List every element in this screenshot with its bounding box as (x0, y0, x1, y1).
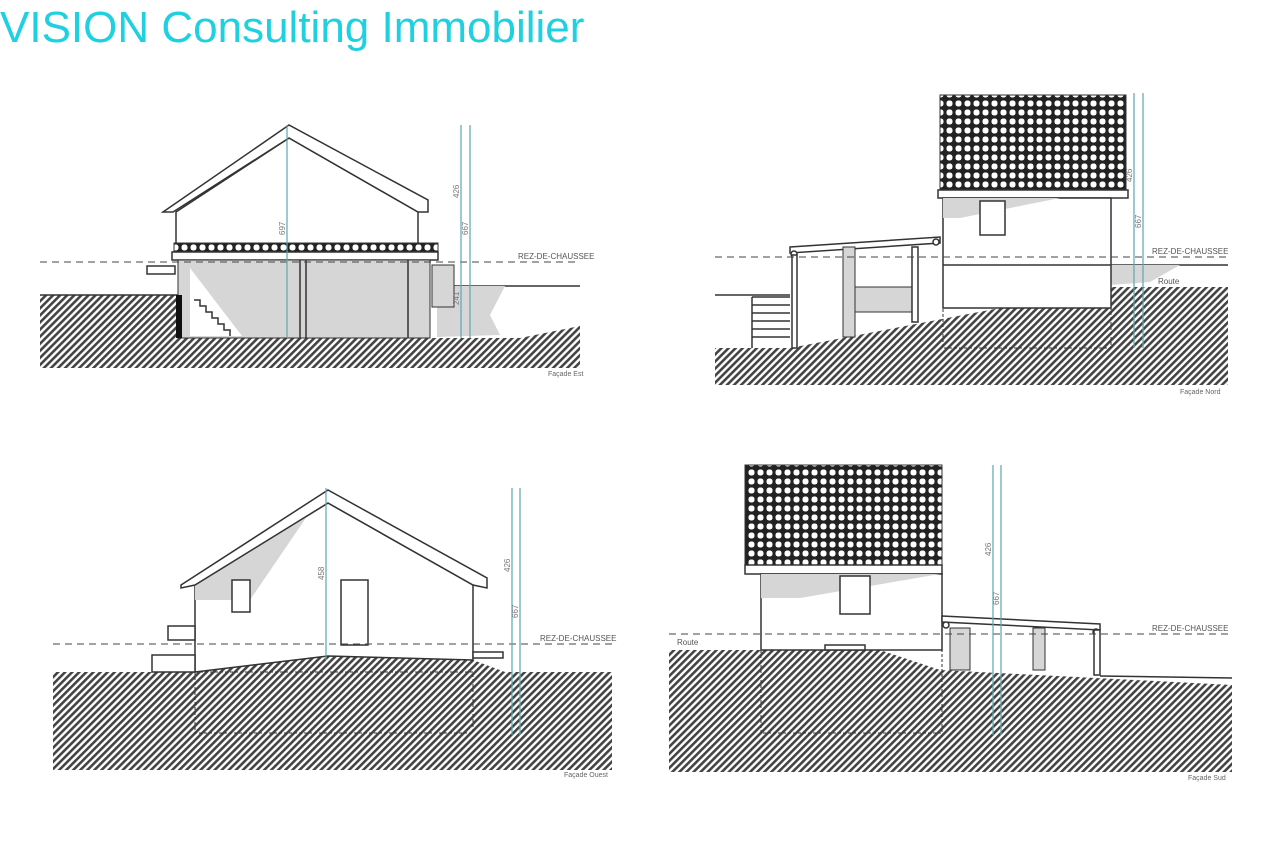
ground-hatch (40, 295, 580, 368)
dimension-top: 426 (503, 558, 512, 572)
route-label: Route (1158, 277, 1180, 286)
level-label: REZ-DE-CHAUSSEE (540, 634, 616, 643)
ground-hatch (53, 656, 612, 770)
dimension-center: 458 (317, 566, 326, 580)
level-label: REZ-DE-CHAUSSEE (518, 252, 594, 261)
facade-sud: REZ-DE-CHAUSSEE Route 426 667 Façade Sud (669, 464, 1233, 782)
ground-hatch (715, 287, 1228, 385)
dimension-total: 667 (992, 591, 1001, 605)
level-label: REZ-DE-CHAUSSEE (1152, 624, 1228, 633)
dimension-center: 697 (278, 221, 287, 235)
dimension-top: 426 (452, 184, 461, 198)
facade-caption: Façade Sud (1188, 775, 1226, 782)
facade-caption: Façade Est (548, 371, 583, 378)
ground-hatch (669, 650, 1232, 772)
facade-ouest: REZ-DE-CHAUSSEE 458 426 667 Façade Ouest (53, 488, 616, 779)
route-label: Route (677, 638, 699, 647)
company-title: VISION Consulting Immobilier (0, 3, 585, 52)
dimension-top: 426 (984, 542, 993, 556)
facade-nord: REZ-DE-CHAUSSEE Route 426 667 Façade Nor… (715, 93, 1228, 396)
dimension-top: 426 (1125, 168, 1134, 182)
level-label: REZ-DE-CHAUSSEE (1152, 247, 1228, 256)
facade-caption: Façade Ouest (564, 772, 608, 779)
facade-caption: Façade Nord (1180, 389, 1221, 396)
dimension-lower: 241 (452, 291, 461, 305)
facade-est: REZ-DE-CHAUSSEE 697 426 667 241 Façade E… (40, 124, 594, 378)
dimension-total: 667 (1134, 214, 1143, 228)
dimension-total: 667 (461, 221, 470, 235)
dimension-total: 667 (511, 604, 520, 618)
